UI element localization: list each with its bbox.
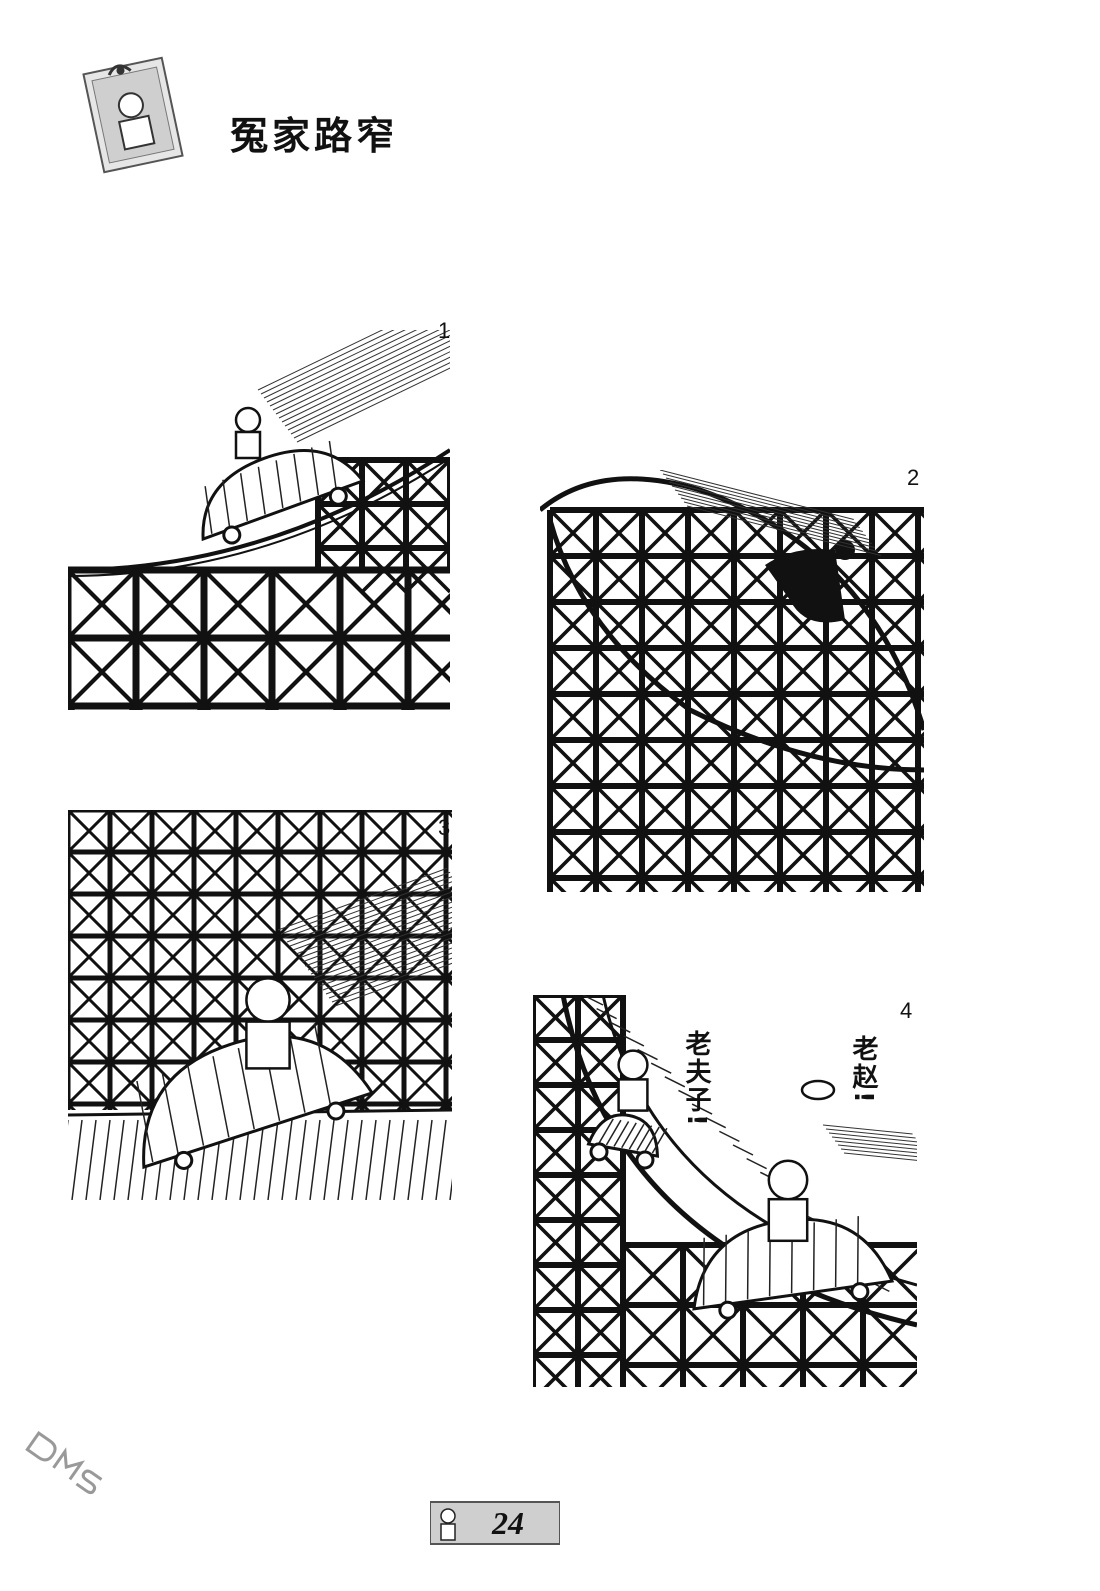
panel-4-speed-lines — [822, 1124, 917, 1161]
panel-2-silhouette-cart — [765, 549, 845, 623]
panel-4-cart-back — [586, 1113, 668, 1170]
panel-1-rider — [234, 406, 262, 460]
panel-3-cart — [136, 1023, 375, 1170]
comic-panel-1 — [68, 330, 450, 710]
panel-1-cart — [201, 440, 366, 545]
panel-4-flying-hat-icon — [800, 1079, 836, 1101]
speech-lao-zhao: 老赵! — [848, 1035, 878, 1105]
panel-4-artwork — [533, 995, 917, 1387]
panel-4-rider-front — [767, 1159, 809, 1243]
panel-2-lattice — [547, 507, 924, 892]
panel-3-number: 3 — [438, 815, 451, 840]
panel-1-track — [68, 448, 450, 572]
panel-1-number: 1 — [438, 318, 451, 343]
panel-4-number: 4 — [900, 998, 913, 1023]
panel-1-speed-lines — [257, 330, 450, 443]
panel-2-speed-lines — [659, 470, 881, 556]
panel-2-artwork — [540, 470, 924, 892]
comic-panel-4 — [533, 995, 917, 1387]
panel-1-artwork — [68, 330, 450, 710]
page-number: 24 — [492, 1505, 524, 1541]
panel-4-rider-back — [617, 1049, 649, 1112]
panel-4-track-outer — [560, 995, 917, 1328]
panel-3-rider — [245, 977, 291, 1070]
page-title: 冤家路窄 — [230, 114, 399, 158]
panel-2-inner-track — [547, 519, 924, 773]
panel-1-rail — [68, 457, 450, 577]
header-photo-icon — [78, 55, 188, 175]
panel-3-artwork — [68, 810, 452, 1200]
dms-logo-icon — [14, 1420, 134, 1520]
comic-panel-2 — [540, 470, 924, 892]
speech-lao-fuzi: 老夫子! — [681, 1030, 711, 1128]
panel-3-speed-lines — [277, 867, 452, 1007]
comic-panel-3 — [68, 810, 452, 1200]
page-number-box — [430, 1500, 560, 1546]
panel-2-number: 2 — [907, 465, 920, 490]
panel-1-lower-lattice — [68, 566, 450, 710]
old-master-portrait-icon — [440, 1508, 456, 1524]
